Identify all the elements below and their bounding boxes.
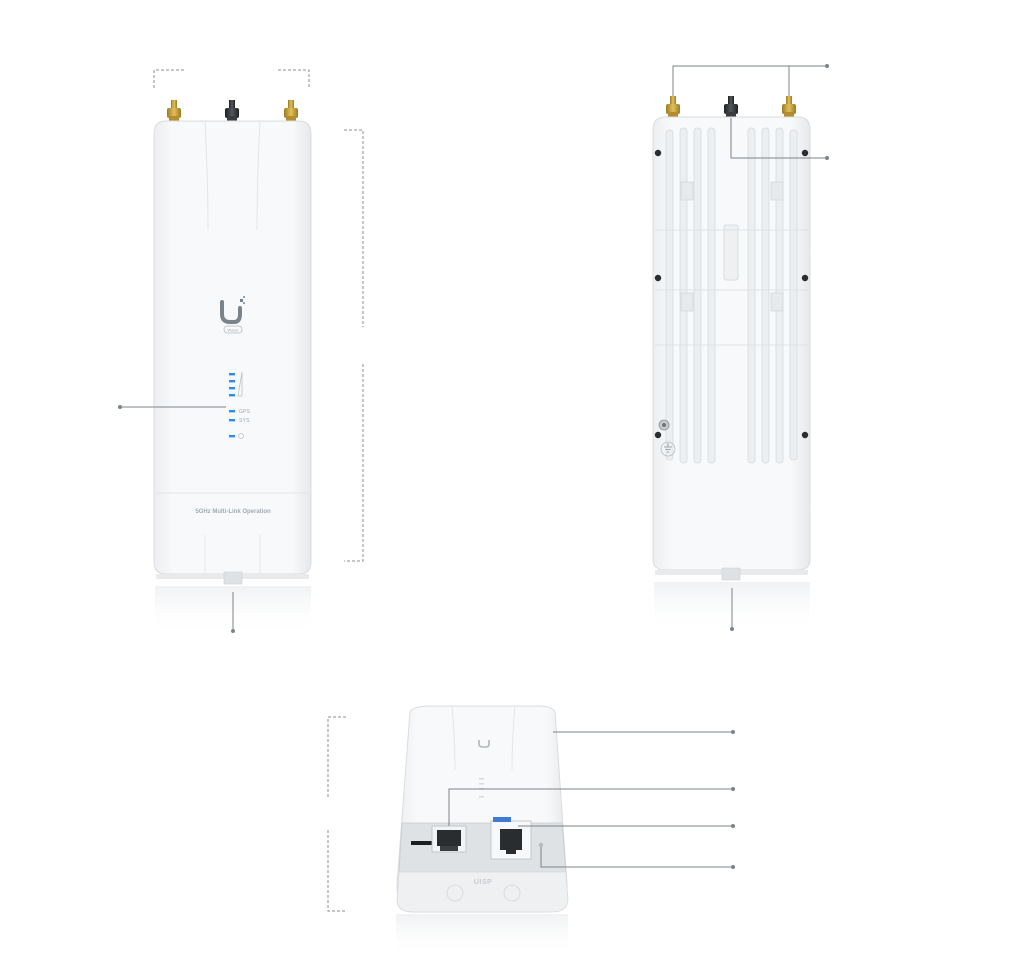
sfp-slot-indicator xyxy=(411,841,433,845)
rf-connector-callout-dot xyxy=(825,64,829,68)
logo-badge xyxy=(223,325,243,334)
bottom-view-bracket xyxy=(327,716,346,912)
reset-button xyxy=(538,842,544,848)
logo-badge-text: Wave xyxy=(228,328,239,333)
front-housing xyxy=(153,120,312,575)
bottom-reflection xyxy=(396,914,568,958)
height-bracket xyxy=(344,129,364,562)
rear-mount-callout-dot xyxy=(730,627,734,631)
ethernet-port xyxy=(490,817,532,860)
reset-callout-line xyxy=(540,847,733,868)
sfp-callout-line xyxy=(448,788,733,826)
led-label-gps: GPS xyxy=(239,409,251,415)
signal-strength-icon xyxy=(237,371,243,397)
ethernet-callout-dot xyxy=(731,824,735,828)
led-callout-dot xyxy=(118,405,122,409)
rear-antenna-left xyxy=(666,96,680,118)
rear-mount-screws xyxy=(654,149,809,439)
front-antenna-left xyxy=(167,100,181,122)
power-icon xyxy=(238,433,244,439)
rear-center-rail xyxy=(723,224,739,281)
gps-connector-callout-dot xyxy=(825,156,829,160)
front-view: Wave GPS SYS 5GHz Multi-Link Operation xyxy=(118,69,364,634)
rear-heatsink-fins xyxy=(665,127,798,464)
mount-callout-dot xyxy=(231,629,235,633)
gps-connector-callout-line xyxy=(730,118,827,159)
bottom-brand-text: UISP xyxy=(474,879,492,886)
sfp-port xyxy=(431,825,467,853)
ui-logo-icon xyxy=(220,296,245,324)
bottom-cap xyxy=(396,871,569,913)
front-antenna-center xyxy=(225,100,239,122)
housing-callout-dot xyxy=(731,730,735,734)
antenna-spacing-bracket xyxy=(153,69,310,88)
front-antenna-right xyxy=(284,100,298,122)
rf-connector-callout-line xyxy=(672,65,827,96)
rear-housing xyxy=(652,116,811,571)
rear-antenna-center xyxy=(724,96,738,118)
sfp-callout-dot xyxy=(731,787,735,791)
ground-lug-icon xyxy=(658,419,676,457)
rear-mount-clip xyxy=(721,567,741,581)
bottom-view-ui-logo-icon xyxy=(478,740,490,748)
front-led-panel xyxy=(229,373,235,438)
led-label-sys: SYS xyxy=(239,418,250,424)
rear-view xyxy=(652,64,829,632)
front-panel-text: 5GHz Multi-Link Operation xyxy=(195,509,271,515)
rear-antenna-right xyxy=(782,96,796,118)
bottom-view: UISP xyxy=(327,705,735,958)
front-mount-clip xyxy=(223,571,243,585)
reset-callout-dot xyxy=(731,865,735,869)
